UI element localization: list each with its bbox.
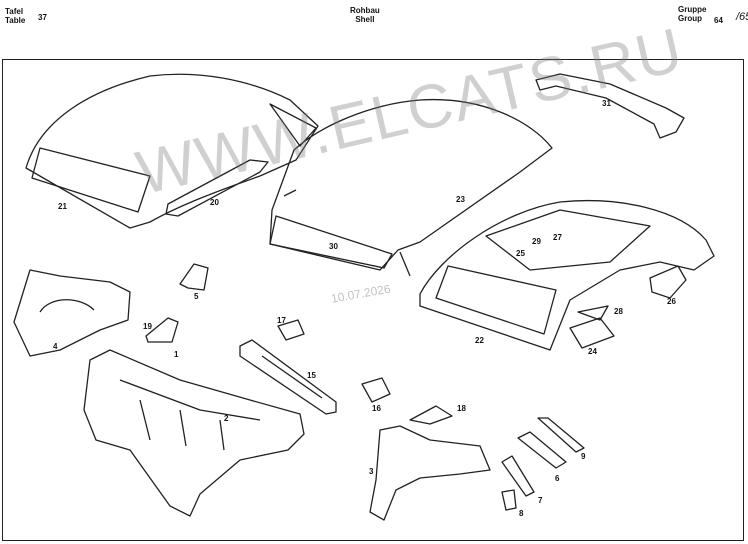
part-16[interactable] bbox=[361, 377, 391, 403]
page-title: Rohbau Shell bbox=[350, 6, 380, 24]
diagram-frame bbox=[2, 59, 744, 541]
callout-18: 18 bbox=[457, 404, 466, 413]
callout-2: 2 bbox=[224, 414, 229, 423]
callout-27: 27 bbox=[553, 233, 562, 242]
callout-6: 6 bbox=[555, 474, 560, 483]
group-number: 64 bbox=[714, 16, 723, 25]
callout-21: 21 bbox=[58, 202, 67, 211]
callout-30: 30 bbox=[329, 242, 338, 251]
callout-17: 17 bbox=[277, 316, 286, 325]
part-18[interactable] bbox=[409, 405, 453, 425]
part-wheelhouse-right[interactable] bbox=[369, 425, 491, 521]
part-5[interactable] bbox=[179, 263, 209, 291]
callout-29: 29 bbox=[532, 237, 541, 246]
callout-5: 5 bbox=[194, 292, 199, 301]
group-label: Gruppe Group 64 /65 bbox=[678, 5, 748, 25]
part-roof-left[interactable] bbox=[25, 73, 319, 229]
callout-8: 8 bbox=[519, 509, 524, 518]
callout-9: 9 bbox=[581, 452, 586, 461]
callout-24: 24 bbox=[588, 347, 597, 356]
part-6[interactable] bbox=[517, 431, 567, 469]
callout-1: 1 bbox=[174, 350, 179, 359]
part-19[interactable] bbox=[145, 317, 179, 343]
callout-16: 16 bbox=[372, 404, 381, 413]
callout-4: 4 bbox=[53, 342, 58, 351]
table-label: Tafel Table 37 bbox=[5, 7, 47, 25]
callout-28: 28 bbox=[614, 307, 623, 316]
callout-3: 3 bbox=[369, 467, 374, 476]
callout-7: 7 bbox=[538, 496, 543, 505]
part-crossmember[interactable] bbox=[239, 339, 337, 415]
part-wheelhouse-left[interactable] bbox=[13, 269, 131, 357]
callout-22: 22 bbox=[475, 336, 484, 345]
callout-31: 31 bbox=[602, 99, 611, 108]
part-floor-frame[interactable] bbox=[83, 349, 305, 517]
part-rear-bar[interactable] bbox=[535, 73, 685, 139]
callout-23: 23 bbox=[456, 195, 465, 204]
part-9[interactable] bbox=[537, 417, 585, 453]
part-7[interactable] bbox=[501, 455, 535, 497]
group-sub-number: /65 bbox=[736, 11, 748, 23]
part-roof-rear[interactable] bbox=[419, 199, 715, 351]
callout-19: 19 bbox=[143, 322, 152, 331]
part-roof-strip[interactable] bbox=[165, 159, 269, 217]
part-8[interactable] bbox=[501, 489, 517, 511]
part-17[interactable] bbox=[277, 319, 305, 341]
callout-15: 15 bbox=[307, 371, 316, 380]
callout-25: 25 bbox=[516, 249, 525, 258]
part-26[interactable] bbox=[649, 265, 687, 299]
callout-26: 26 bbox=[667, 297, 676, 306]
part-roof-middle[interactable] bbox=[269, 98, 553, 277]
callout-20: 20 bbox=[210, 198, 219, 207]
table-number: 37 bbox=[38, 13, 47, 22]
part-28[interactable] bbox=[577, 305, 609, 321]
part-24[interactable] bbox=[569, 317, 615, 349]
